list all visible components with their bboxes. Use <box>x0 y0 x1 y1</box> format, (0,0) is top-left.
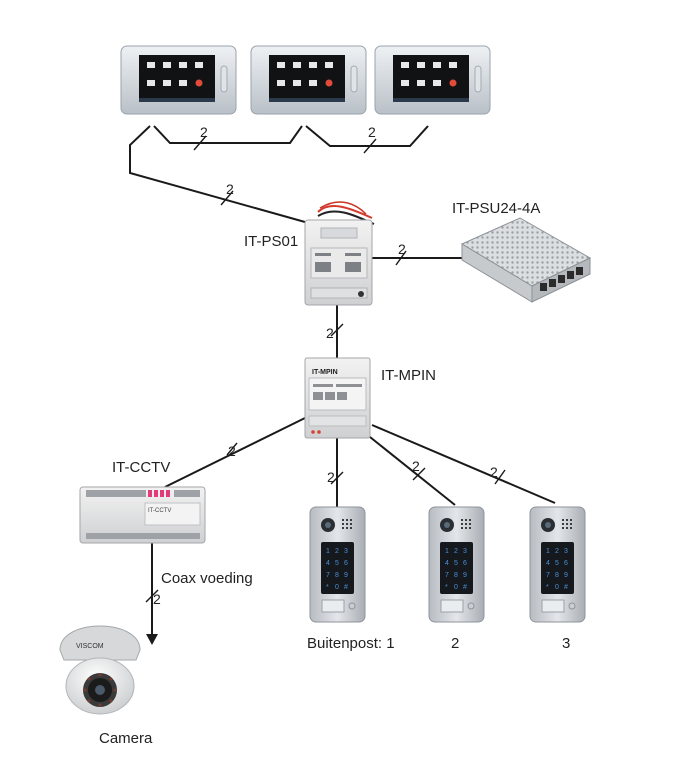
tick-mark <box>363 138 377 154</box>
wire-monitors-to-ps01 <box>129 125 306 223</box>
label-station-1: Buitenpost: 1 <box>307 635 395 652</box>
door-station-3: 1 2 3 4 5 6 7 8 9 * 0 # <box>529 506 586 623</box>
tick-mark <box>494 469 506 485</box>
wire-count-markers: 2 2 2 2 2 2 2 2 2 2 <box>145 124 506 607</box>
label-mpin: IT-MPIN <box>381 367 436 384</box>
wire-count-mpin-to-station1: 2 <box>327 469 335 485</box>
keypad-key: 3 <box>463 548 467 555</box>
dome-camera: VISCOM <box>59 625 141 715</box>
keypad-key: 3 <box>344 548 348 555</box>
wire-count-monitors-to-ps01: 2 <box>226 181 234 197</box>
label-ps01: IT-PS01 <box>244 233 298 250</box>
keypad-key: 0 <box>454 584 458 591</box>
wire-mpin-to-cctv <box>164 417 306 488</box>
keypad-key: 1 <box>546 548 550 555</box>
device-labels: IT-PSU24-4A IT-PS01 IT-MPIN IT-CCTV Coax… <box>99 200 570 747</box>
keypad-key: 1 <box>326 548 330 555</box>
wire-count-mpin-to-station3: 2 <box>490 464 498 480</box>
tick-mark <box>220 190 234 206</box>
keypad-key: 0 <box>335 584 339 591</box>
power-supply-unit <box>460 217 592 303</box>
door-station-2: 1 2 3 4 5 6 7 8 9 * 0 # <box>428 506 485 623</box>
keypad-key: 9 <box>564 572 568 579</box>
keypad-key: 8 <box>454 572 458 579</box>
keypad-key: # <box>344 584 348 591</box>
keypad-key: 9 <box>344 572 348 579</box>
indoor-monitor-3 <box>374 45 491 115</box>
label-cctv: IT-CCTV <box>112 459 170 476</box>
keypad-key: # <box>463 584 467 591</box>
wire-count-mpin-to-station2: 2 <box>412 458 420 474</box>
wire-count-monitors-1-2: 2 <box>200 124 208 140</box>
label-camera: Camera <box>99 730 153 747</box>
tick-mark <box>412 467 426 481</box>
label-station-3: 3 <box>562 635 570 652</box>
keypad-key: 2 <box>555 548 559 555</box>
tick-mark <box>226 442 238 456</box>
wire-mpin-to-station2 <box>354 424 456 506</box>
keypad-key: 7 <box>546 572 550 579</box>
keypad-key: 3 <box>564 548 568 555</box>
label-coax: Coax voeding <box>161 570 253 587</box>
keypad-key: 5 <box>454 560 458 567</box>
keypad-key: 8 <box>555 572 559 579</box>
wire-monitor2-monitor3 <box>305 125 429 147</box>
arrow-head <box>146 634 158 645</box>
keypad-key: # <box>564 584 568 591</box>
tick-mark <box>330 323 344 337</box>
cctv-module: IT-CCTV <box>79 486 206 544</box>
keypad-key: 5 <box>555 560 559 567</box>
keypad-key: 1 <box>445 548 449 555</box>
cctv-brand-text: IT-CCTV <box>148 508 171 514</box>
keypad-key: 7 <box>445 572 449 579</box>
keypad-key: 2 <box>454 548 458 555</box>
indoor-monitors <box>120 45 491 115</box>
tick-mark <box>193 135 207 151</box>
keypad-key: 0 <box>555 584 559 591</box>
keypad-key: * <box>546 584 549 591</box>
keypad-key: 8 <box>335 572 339 579</box>
label-station-2: 2 <box>451 635 459 652</box>
wire-count-cctv-to-camera: 2 <box>153 591 161 607</box>
indoor-monitor-1 <box>120 45 237 115</box>
keypad-key: 7 <box>326 572 330 579</box>
keypad-key: 6 <box>344 560 348 567</box>
mpin-controller: IT-MPIN <box>304 357 371 439</box>
label-power-supply: IT-PSU24-4A <box>452 200 540 217</box>
tick-mark <box>395 250 407 266</box>
wire-count-ps01-to-mpin: 2 <box>326 325 334 341</box>
keypad-key: 5 <box>335 560 339 567</box>
keypad-key: 6 <box>564 560 568 567</box>
ps01-module <box>304 201 375 306</box>
keypad-key: 9 <box>463 572 467 579</box>
wire-count-mpin-to-cctv: 2 <box>228 443 236 459</box>
wire-mpin-to-station3 <box>371 424 556 504</box>
keypad-key: 2 <box>335 548 339 555</box>
keypad-key: 4 <box>445 560 449 567</box>
keypad-key: * <box>445 584 448 591</box>
wiring <box>129 125 556 645</box>
keypad-key: 4 <box>546 560 550 567</box>
tick-mark <box>145 589 159 603</box>
door-station-1: 1 2 3 4 5 6 7 8 9 * 0 # <box>309 506 366 623</box>
mpin-brand-text: IT-MPIN <box>312 369 338 376</box>
keypad-key: * <box>326 584 329 591</box>
keypad-key: 4 <box>326 560 330 567</box>
wire-monitor1-monitor2 <box>153 125 303 144</box>
camera-brand-text: VISCOM <box>76 643 104 650</box>
tick-mark <box>330 471 344 485</box>
wire-count-psu-to-ps01: 2 <box>398 241 406 257</box>
wire-count-monitors-2-3: 2 <box>368 124 376 140</box>
keypad-key: 6 <box>463 560 467 567</box>
indoor-monitor-2 <box>250 45 367 115</box>
